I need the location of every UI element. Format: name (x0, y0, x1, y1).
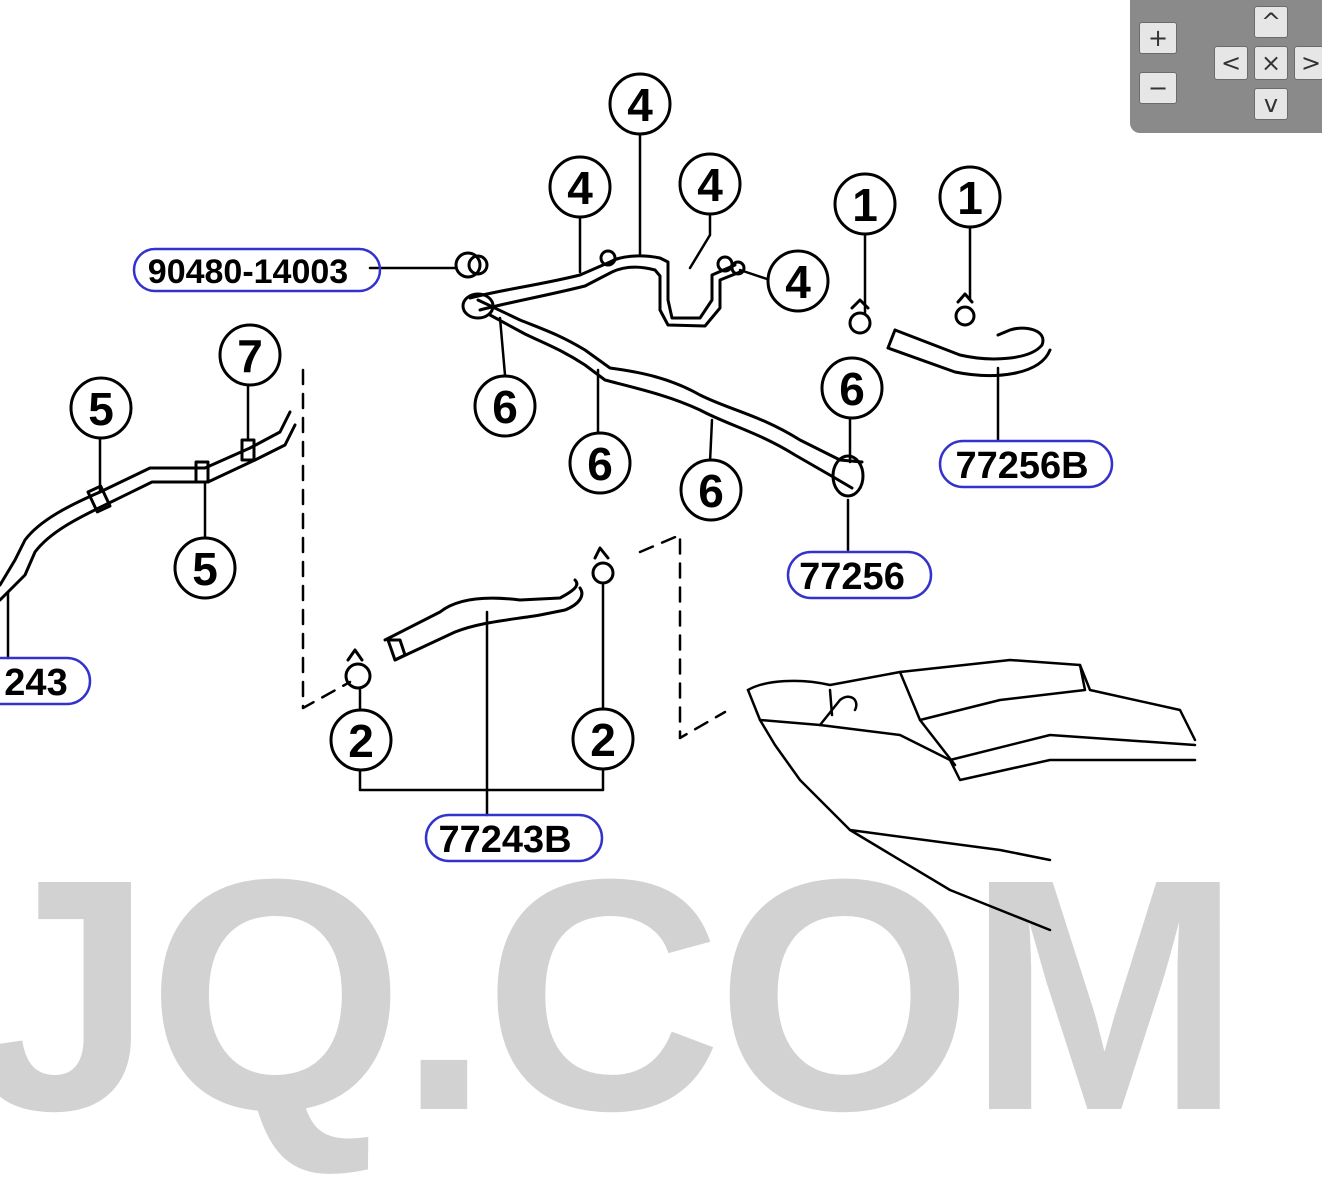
part-number-text: 243 (4, 662, 67, 704)
callout-7: 7 (218, 323, 282, 387)
fuel-tank (746, 658, 1197, 932)
callout-6-lower: 6 (679, 458, 743, 522)
parts-diagram: 4 4 4 4 1 1 7 (0, 72, 1197, 932)
part-number-text: 90480-14003 (148, 253, 348, 291)
reset-view-button[interactable]: × (1254, 46, 1288, 80)
callout-number: 4 (785, 256, 811, 308)
callout-number: 6 (492, 381, 518, 433)
part-link-77243b[interactable]: 77243B (424, 813, 604, 863)
callout-number: 1 (957, 172, 983, 224)
callout-2-left: 2 (329, 708, 393, 772)
callout-number: 6 (839, 363, 865, 415)
callout-number: 6 (587, 438, 613, 490)
hose-77256b (886, 326, 1052, 378)
callout-number: 4 (567, 162, 593, 214)
callout-number: 4 (697, 159, 723, 211)
dashed-guides (301, 368, 727, 740)
part-number-text: 77256B (955, 445, 1088, 487)
callout-number: 5 (88, 383, 114, 435)
callout-5-top: 5 (69, 376, 133, 440)
zoom-in-button[interactable]: + (1139, 22, 1177, 54)
leader-lines (6, 130, 1000, 817)
callout-number: 6 (698, 465, 724, 517)
pan-left-button[interactable]: < (1214, 46, 1248, 80)
callout-4-top: 4 (608, 72, 672, 136)
callout-4-left: 4 (548, 155, 612, 219)
part-link-77256b[interactable]: 77256B (938, 439, 1114, 489)
callout-6-right: 6 (820, 356, 884, 420)
pan-right-button[interactable]: > (1294, 46, 1322, 80)
left-pipe (0, 410, 297, 602)
callout-6-left: 6 (473, 374, 537, 438)
callout-5-bottom: 5 (173, 536, 237, 600)
pan-down-button[interactable]: v (1254, 88, 1288, 120)
callout-1-right: 1 (938, 165, 1002, 229)
part-link-77256[interactable]: 77256 (786, 550, 933, 600)
callout-2-right: 2 (571, 707, 635, 771)
callout-4-mid: 4 (678, 152, 742, 216)
zoom-pan-controls: + − ^ < × > v (1130, 0, 1322, 133)
callout-6-mid: 6 (568, 431, 632, 495)
clip-parts (848, 292, 976, 335)
part-labels: 90480-14003 77256B 77256 243 77243B (0, 247, 1114, 863)
callout-number: 1 (852, 179, 878, 231)
callout-number: 5 (192, 543, 218, 595)
pan-up-button[interactable]: ^ (1254, 6, 1288, 38)
zoom-out-button[interactable]: − (1139, 72, 1177, 104)
part-number-text: 77243B (438, 819, 571, 861)
hose-77243b (344, 546, 615, 690)
callout-4-right: 4 (766, 249, 830, 313)
part-link-77243[interactable]: 243 (0, 656, 92, 706)
part-number-text: 77256 (799, 556, 905, 598)
callout-1-left: 1 (833, 172, 897, 236)
callout-number: 4 (627, 79, 653, 131)
part-link-90480-14003[interactable]: 90480-14003 (132, 247, 382, 293)
upper-pipe-assembly (454, 249, 865, 498)
callouts: 4 4 4 4 1 1 7 (69, 72, 1002, 772)
callout-number: 2 (348, 715, 374, 767)
callout-number: 7 (237, 330, 263, 382)
callout-number: 2 (590, 714, 616, 766)
